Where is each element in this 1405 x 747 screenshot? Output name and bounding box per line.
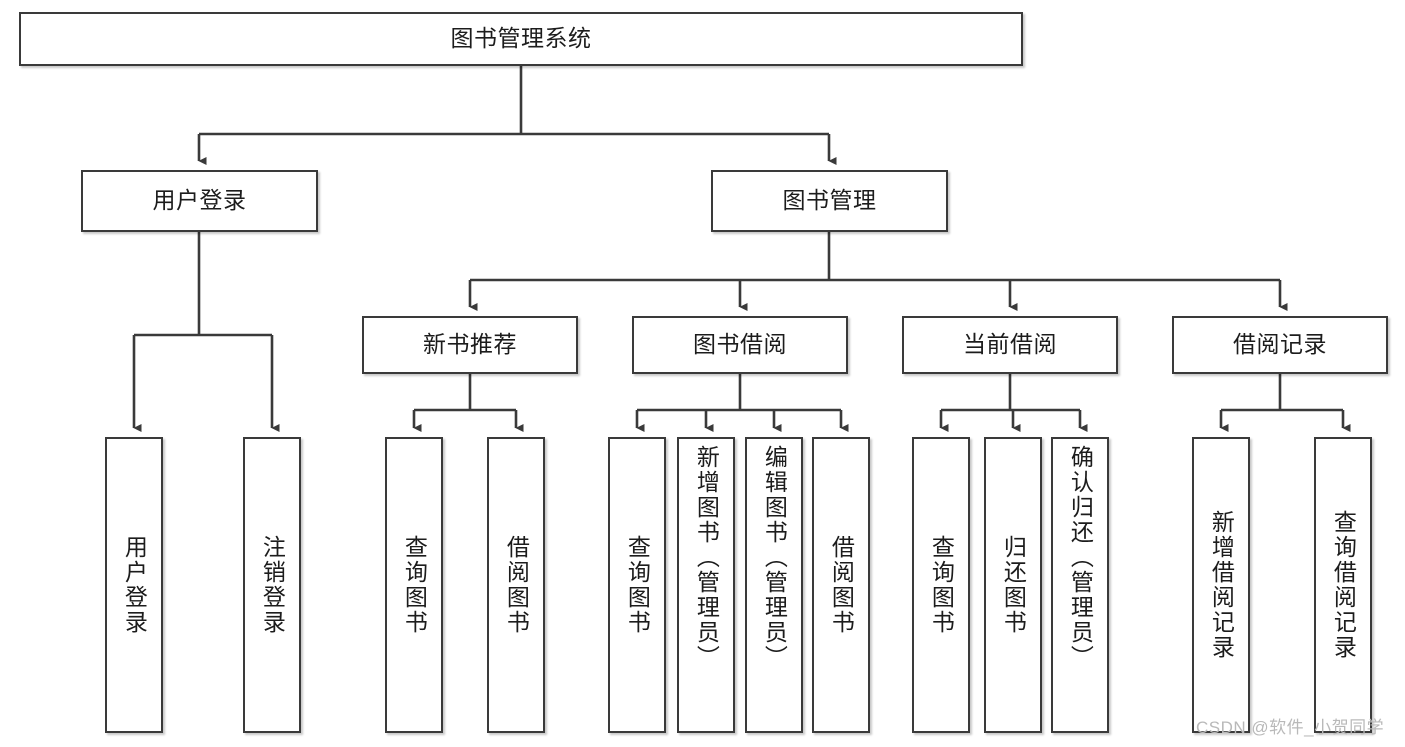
- node-label: 查询图书: [624, 535, 651, 635]
- node-label: 用户登录: [121, 535, 148, 635]
- node-label: 用户登录: [152, 187, 247, 214]
- node-level3-0[interactable]: 新书推荐: [362, 316, 578, 374]
- node-leaf-11[interactable]: 新增借阅记录: [1192, 437, 1250, 733]
- node-leaf-0[interactable]: 用户登录: [105, 437, 163, 733]
- node-label: 查询图书: [928, 535, 955, 635]
- node-leaf-1[interactable]: 注销登录: [243, 437, 301, 733]
- node-label: 当前借阅: [963, 331, 1057, 358]
- node-leaf-5[interactable]: 新增图书（管理员）: [677, 437, 735, 733]
- node-label: 图书借阅: [693, 331, 787, 358]
- node-leaf-6[interactable]: 编辑图书（管理员）: [745, 437, 803, 733]
- node-leaf-4[interactable]: 查询图书: [608, 437, 666, 733]
- node-level3-2[interactable]: 当前借阅: [902, 316, 1118, 374]
- node-leaf-9[interactable]: 归还图书: [984, 437, 1042, 733]
- node-label: 借阅记录: [1233, 331, 1327, 358]
- node-leaf-2[interactable]: 查询图书: [385, 437, 443, 733]
- node-label: 图书管理: [782, 187, 877, 214]
- node-label: 归还图书: [1000, 535, 1027, 635]
- node-root-0[interactable]: 图书管理系统: [19, 12, 1023, 66]
- node-label: 新增借阅记录: [1208, 510, 1235, 660]
- csdn-watermark: CSDN @软件_小贺同学: [1196, 718, 1385, 737]
- node-label: 借阅图书: [503, 535, 530, 635]
- node-label: 新书推荐: [423, 331, 517, 358]
- node-leaf-3[interactable]: 借阅图书: [487, 437, 545, 733]
- node-label: 查询借阅记录: [1330, 510, 1357, 660]
- node-level2-0[interactable]: 用户登录: [81, 170, 318, 232]
- node-label: 注销登录: [259, 535, 286, 635]
- node-label: 新增图书（管理员）: [693, 445, 720, 670]
- node-level2-1[interactable]: 图书管理: [711, 170, 948, 232]
- node-leaf-8[interactable]: 查询图书: [912, 437, 970, 733]
- node-leaf-12[interactable]: 查询借阅记录: [1314, 437, 1372, 733]
- node-level3-3[interactable]: 借阅记录: [1172, 316, 1388, 374]
- node-label: 编辑图书（管理员）: [761, 445, 788, 670]
- node-label: 图书管理系统: [450, 25, 592, 52]
- node-label: 查询图书: [401, 535, 428, 635]
- node-leaf-10[interactable]: 确认归还（管理员）: [1051, 437, 1109, 733]
- node-label: 借阅图书: [828, 535, 855, 635]
- node-leaf-7[interactable]: 借阅图书: [812, 437, 870, 733]
- node-level3-1[interactable]: 图书借阅: [632, 316, 848, 374]
- node-label: 确认归还（管理员）: [1067, 445, 1094, 670]
